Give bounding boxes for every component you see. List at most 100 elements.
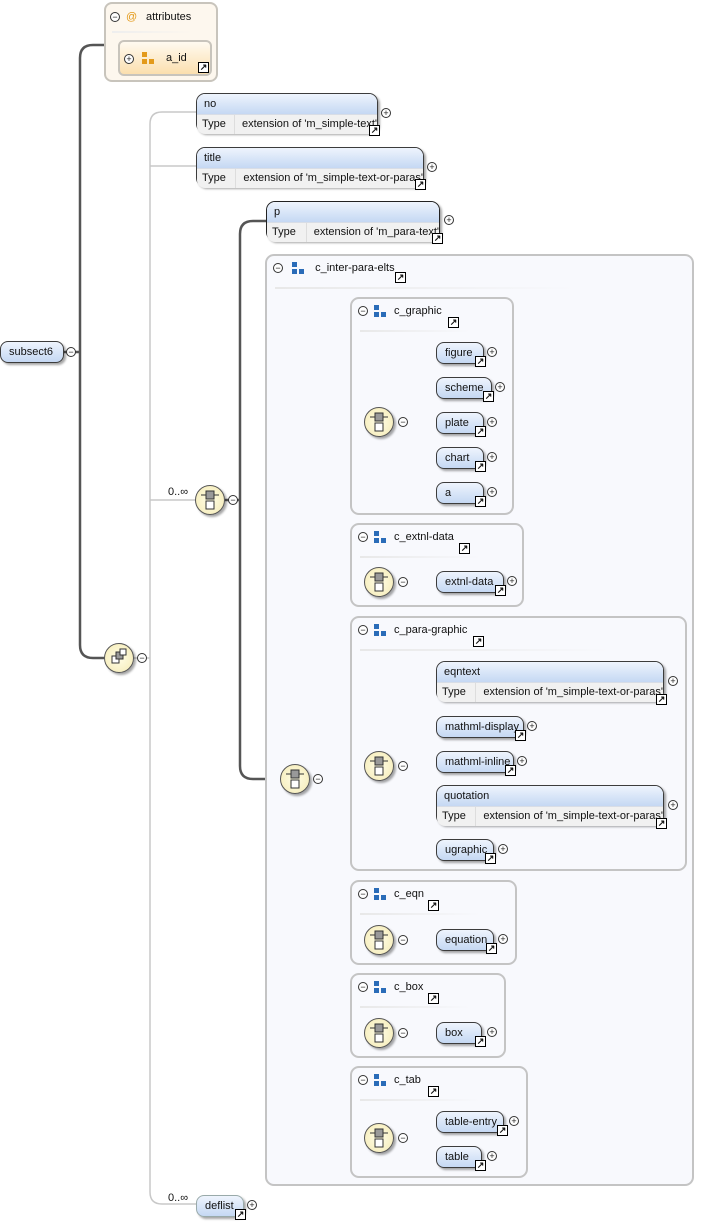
link-icon[interactable] <box>395 272 406 283</box>
link-icon[interactable] <box>475 496 486 507</box>
expand-icon[interactable]: + <box>487 1151 497 1161</box>
expand-icon[interactable]: + <box>517 756 527 766</box>
link-icon[interactable] <box>656 818 667 829</box>
choice-compositor[interactable] <box>364 407 394 437</box>
collapse-icon[interactable]: − <box>313 774 323 784</box>
expand-icon[interactable]: + <box>487 347 497 357</box>
expand-icon[interactable]: + <box>498 844 508 854</box>
link-icon[interactable] <box>485 853 496 864</box>
expand-icon[interactable]: + <box>495 382 505 392</box>
separator <box>275 287 575 289</box>
collapse-icon[interactable]: − <box>110 12 120 22</box>
collapse-icon[interactable]: − <box>398 1133 408 1143</box>
element-mathml-display[interactable]: mathml-display <box>436 716 524 738</box>
collapse-icon[interactable]: − <box>398 935 408 945</box>
element-ugraphic[interactable]: ugraphic <box>436 839 494 861</box>
expand-icon[interactable]: + <box>487 452 497 462</box>
expand-icon[interactable]: + <box>247 1200 257 1210</box>
expand-icon[interactable]: + <box>498 934 508 944</box>
link-icon[interactable] <box>428 993 439 1004</box>
choice-compositor[interactable] <box>364 1123 394 1153</box>
link-icon[interactable] <box>486 943 497 954</box>
expand-icon[interactable]: + <box>509 1116 519 1126</box>
link-icon[interactable] <box>515 730 526 741</box>
link-icon[interactable] <box>459 543 470 554</box>
link-icon[interactable] <box>475 1036 486 1047</box>
expand-icon[interactable]: + <box>427 162 437 172</box>
link-icon[interactable] <box>369 125 380 136</box>
collapse-icon[interactable]: − <box>398 1028 408 1038</box>
choice-compositor[interactable] <box>364 751 394 781</box>
link-icon[interactable] <box>656 694 667 705</box>
element-deflist[interactable]: deflist <box>196 1195 244 1217</box>
expand-icon[interactable]: + <box>124 54 134 64</box>
link-icon[interactable] <box>428 900 439 911</box>
element-name: box <box>445 1027 463 1039</box>
link-icon[interactable] <box>415 179 426 190</box>
link-icon[interactable] <box>475 426 486 437</box>
collapse-icon[interactable]: − <box>228 495 238 505</box>
link-icon[interactable] <box>448 317 459 328</box>
element-table-entry[interactable]: table-entry <box>436 1111 504 1133</box>
collapse-icon[interactable]: − <box>398 417 408 427</box>
sequence-compositor[interactable] <box>364 925 394 955</box>
collapse-icon[interactable]: − <box>358 532 368 542</box>
collapse-icon[interactable]: − <box>398 761 408 771</box>
expand-icon[interactable]: + <box>381 108 391 118</box>
element-equation[interactable]: equation <box>436 929 494 951</box>
element-mathml-inline[interactable]: mathml-inline <box>436 751 514 773</box>
link-icon[interactable] <box>475 356 486 367</box>
group-c-graphic: −c_graphic <box>350 297 514 515</box>
link-icon[interactable] <box>505 765 516 776</box>
link-icon[interactable] <box>475 1160 486 1171</box>
element-chart[interactable]: chart <box>436 447 484 469</box>
element-name: plate <box>445 417 469 429</box>
attribute-a-id[interactable]: + a_id <box>118 40 212 76</box>
collapse-icon[interactable]: − <box>358 889 368 899</box>
sequence-compositor[interactable] <box>104 643 134 673</box>
expand-icon[interactable]: + <box>507 576 517 586</box>
sequence-compositor[interactable] <box>364 1018 394 1048</box>
collapse-icon[interactable]: − <box>358 982 368 992</box>
collapse-icon[interactable]: − <box>398 577 408 587</box>
collapse-icon[interactable]: − <box>66 347 76 357</box>
expand-icon[interactable]: + <box>668 676 678 686</box>
link-icon[interactable] <box>235 1209 246 1220</box>
root-element[interactable]: subsect6 <box>0 341 64 363</box>
element-box[interactable]: box <box>436 1022 482 1044</box>
link-icon[interactable] <box>428 1086 439 1097</box>
expand-icon[interactable]: + <box>668 800 678 810</box>
collapse-icon[interactable]: − <box>273 263 283 273</box>
expand-icon[interactable]: + <box>487 1027 497 1037</box>
sequence-compositor[interactable] <box>280 764 310 794</box>
element-figure[interactable]: figure <box>436 342 484 364</box>
link-icon[interactable] <box>497 1125 508 1136</box>
element-plate[interactable]: plate <box>436 412 484 434</box>
element-extnl-data[interactable]: extnl-data <box>436 571 504 593</box>
element-a[interactable]: a <box>436 482 484 504</box>
link-icon[interactable] <box>495 585 506 596</box>
link-icon[interactable] <box>475 461 486 472</box>
link-icon[interactable] <box>473 636 484 647</box>
choice-compositor[interactable] <box>195 485 225 515</box>
expand-icon[interactable]: + <box>487 487 497 497</box>
link-icon[interactable] <box>198 62 209 73</box>
collapse-icon[interactable]: − <box>358 306 368 316</box>
collapse-icon[interactable]: − <box>137 653 147 663</box>
sequence-compositor[interactable] <box>364 567 394 597</box>
link-icon[interactable] <box>483 391 494 402</box>
expand-icon[interactable]: + <box>444 215 454 225</box>
collapse-icon[interactable]: − <box>358 625 368 635</box>
type-value: extension of 'm_simple-text-or-paras' <box>243 172 423 184</box>
expand-icon[interactable]: + <box>527 721 537 731</box>
element-scheme[interactable]: scheme <box>436 377 492 399</box>
element-table[interactable]: table <box>436 1146 482 1168</box>
link-icon[interactable] <box>432 233 443 244</box>
expand-icon[interactable]: + <box>487 417 497 427</box>
collapse-icon[interactable]: − <box>358 1075 368 1085</box>
